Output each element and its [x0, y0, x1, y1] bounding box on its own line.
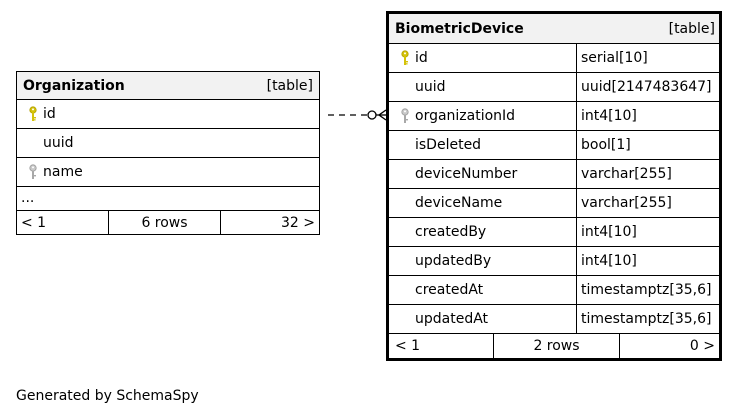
column-name[interactable]: createdAt	[415, 282, 484, 298]
column-type: bool[1]	[581, 137, 631, 153]
column-name[interactable]: id	[43, 106, 56, 122]
table-row: updatedAt timestamptz[35,6]	[389, 305, 719, 334]
column-type: int4[10]	[581, 108, 637, 124]
table-row: organizationId int4[10]	[389, 102, 719, 131]
organization-table-header: Organization [table]	[17, 72, 319, 100]
table-row: uuid	[17, 129, 319, 158]
table-row: deviceName varchar[255]	[389, 189, 719, 218]
biometric-device-table-name[interactable]: BiometricDevice	[395, 20, 524, 37]
index-key-icon	[23, 164, 43, 180]
column-name[interactable]: isDeleted	[415, 137, 482, 153]
column-type: timestamptz[35,6]	[581, 282, 712, 298]
column-name[interactable]: name	[43, 164, 83, 180]
biometric-device-table-header: BiometricDevice [table]	[389, 14, 719, 44]
foreign-key-icon	[395, 108, 415, 124]
column-name[interactable]: id	[415, 50, 428, 66]
table-row: deviceNumber varchar[255]	[389, 160, 719, 189]
biometric-device-table-kind: [table]	[668, 20, 715, 37]
child-count: 32 >	[281, 214, 315, 231]
column-name[interactable]: organizationId	[415, 108, 516, 124]
column-name[interactable]: deviceNumber	[415, 166, 518, 182]
table-row: updatedBy int4[10]	[389, 247, 719, 276]
parent-count: < 1	[17, 211, 109, 234]
more-columns-ellipsis: ...	[17, 187, 319, 211]
parent-count: < 1	[389, 334, 494, 358]
relationship-crowfoot	[377, 109, 387, 121]
primary-key-icon	[23, 106, 43, 122]
relationship-zero-circle	[367, 110, 377, 120]
organization-table[interactable]: Organization [table] id uuid name ... < …	[16, 71, 320, 235]
organization-table-kind: [table]	[266, 77, 313, 94]
row-count: 2 rows	[494, 334, 620, 358]
column-type: varchar[255]	[581, 195, 672, 211]
table-row: createdAt timestamptz[35,6]	[389, 276, 719, 305]
organization-table-name[interactable]: Organization	[23, 77, 125, 94]
table-row: id	[17, 100, 319, 129]
column-type: uuid[2147483647]	[581, 79, 712, 95]
biometric-device-table-footer: < 1 2 rows 0 >	[389, 334, 719, 358]
column-type: varchar[255]	[581, 166, 672, 182]
table-row: createdBy int4[10]	[389, 218, 719, 247]
child-count: 0 >	[689, 338, 715, 354]
column-type: int4[10]	[581, 224, 637, 240]
column-name[interactable]: uuid	[43, 135, 74, 151]
generated-by-label: Generated by SchemaSpy	[16, 388, 199, 404]
table-row: name	[17, 158, 319, 187]
table-row: isDeleted bool[1]	[389, 131, 719, 160]
primary-key-icon	[395, 50, 415, 66]
column-type: timestamptz[35,6]	[581, 311, 712, 327]
column-name[interactable]: updatedAt	[415, 311, 489, 327]
table-row: id serial[10]	[389, 44, 719, 73]
column-name[interactable]: uuid	[415, 79, 446, 95]
row-count: 6 rows	[109, 211, 221, 234]
column-type: int4[10]	[581, 253, 637, 269]
table-row: uuid uuid[2147483647]	[389, 73, 719, 102]
column-name[interactable]: deviceName	[415, 195, 503, 211]
column-name[interactable]: createdBy	[415, 224, 487, 240]
column-type: serial[10]	[581, 50, 648, 66]
column-name[interactable]: updatedBy	[415, 253, 492, 269]
biometric-device-table[interactable]: BiometricDevice [table] id serial[10] uu…	[386, 11, 722, 361]
organization-table-footer: < 1 6 rows 32 >	[17, 211, 319, 234]
